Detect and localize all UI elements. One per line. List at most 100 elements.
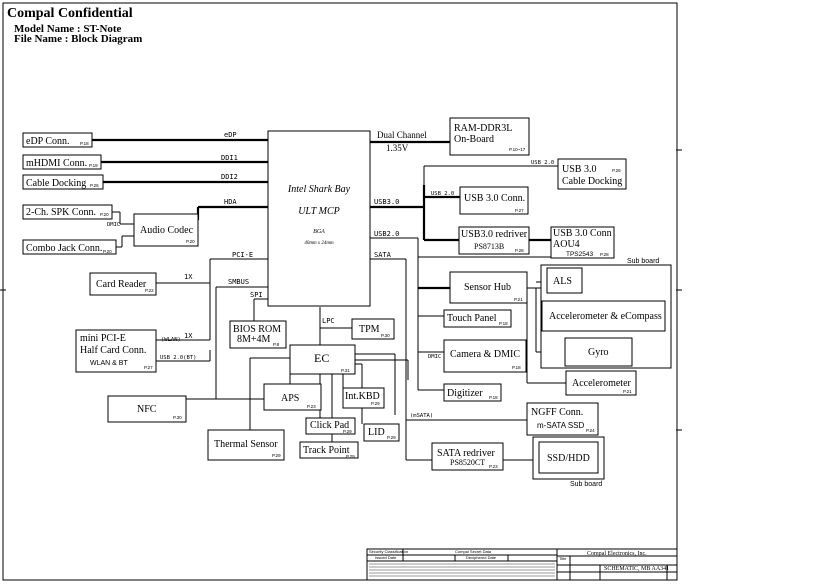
company-name: Compal Electronics, Inc.: [587, 551, 647, 557]
bios-rom-label-1: BIOS ROM: [233, 324, 281, 335]
mini-pcie-page: P.27: [144, 365, 153, 370]
ngff-conn-page: P.24: [586, 428, 595, 433]
file-name: File Name : Block Diagram: [14, 33, 143, 45]
bus-ddi1: DDI1: [221, 154, 238, 162]
tpm-label: TPM: [359, 324, 380, 335]
sub-board-2-label: Sub board: [570, 481, 602, 488]
digitizer-page: P.18: [489, 395, 498, 400]
bus-sata: SATA: [374, 251, 392, 259]
card-reader-label: Card Reader: [96, 279, 147, 290]
combo-jack-page: P.20: [103, 249, 112, 254]
combo-jack-label: Combo Jack Conn.: [26, 243, 102, 254]
usb30-aou-block: [550, 226, 615, 259]
edp-conn-label: eDP Conn.: [26, 136, 70, 147]
bios-rom-label-2: 8M+4M: [237, 334, 271, 345]
cable-docking-left-block: [22, 174, 104, 190]
edp-conn-page: P.18: [80, 141, 89, 146]
spk-conn-label: 2-Ch. SPK Conn.: [26, 207, 96, 218]
bus-edp: eDP: [224, 131, 237, 139]
bus-135v: 1.35V: [386, 143, 409, 153]
camera-dmic-block: [443, 339, 527, 373]
bus-dmic-left: DMIC: [107, 222, 120, 228]
gyro-label: Gyro: [588, 347, 609, 358]
edp-conn-block: [22, 132, 93, 148]
security-classification: Security Classification: [369, 549, 408, 554]
bus-spi: SPI: [250, 291, 263, 299]
cpu-sub: ULT MCP: [298, 206, 340, 217]
usb30-cable-docking-label-2: Cable Docking: [562, 176, 622, 187]
track-point-label: Track Point: [303, 445, 350, 456]
bus-usb20: USB2.0: [374, 230, 399, 238]
mhdmi-conn-block: [22, 154, 102, 170]
bus-dual-channel: Dual Channel: [377, 130, 427, 140]
card-reader-block: [89, 272, 157, 296]
usb30-aou-label-1: USB 3.0 Conn: [553, 228, 612, 239]
thermal-sensor-label: Thermal Sensor: [214, 439, 278, 450]
touch-panel-block: [443, 309, 512, 328]
bios-rom-block: [229, 320, 287, 349]
sata-redriver-block: [431, 442, 504, 471]
lid-label: LID: [368, 427, 385, 438]
ram-label-2: On-Board: [454, 134, 494, 145]
digitizer-label: Digitizer: [447, 388, 483, 399]
usb30-cable-docking-block: [557, 158, 627, 190]
accelerometer-block: [565, 370, 637, 396]
mini-pcie-block: [75, 329, 157, 373]
mini-pcie-label-2: Half Card Conn.: [80, 345, 146, 356]
int-kbd-block: [342, 387, 385, 409]
ram-label-1: RAM-DDR3L: [454, 123, 512, 134]
bus-1x-a: 1X: [184, 273, 193, 281]
page-title: Compal Confidential: [7, 6, 133, 21]
ngff-conn-label-1: NGFF Conn.: [531, 407, 583, 418]
ec-block: [289, 344, 356, 375]
usb30-redriver-block: [458, 226, 530, 255]
sub-board-1-label: Sub board: [627, 258, 659, 265]
cable-docking-left-label: Cable Docking: [26, 178, 86, 189]
aps-block: [263, 383, 322, 411]
als-label: ALS: [553, 276, 572, 287]
ssd-hdd-block: [538, 441, 599, 474]
mhdmi-conn-label: mHDMI Conn.: [26, 158, 87, 169]
click-pad-page: P.29: [343, 429, 352, 434]
bus-hda: HDA: [224, 198, 237, 206]
tpm-page: P.30: [381, 333, 390, 338]
bus-lpc: LPC: [322, 317, 335, 325]
track-point-block: [299, 441, 359, 459]
touch-panel-label: Touch Panel: [447, 313, 497, 324]
accelerometer-label: Accelerometer: [572, 378, 632, 389]
usb30-cable-docking-page: P.26: [612, 168, 621, 173]
aps-page: P.23: [307, 404, 316, 409]
nfc-block: [107, 395, 187, 423]
usb30-redriver-page: P.28: [515, 248, 524, 253]
mini-pcie-label-1: mini PCI-E: [80, 333, 126, 344]
als-block: [546, 267, 583, 294]
bus-usb20-bt: USB 2.0(BT): [160, 355, 196, 361]
ssd-hdd-label: SSD/HDD: [547, 453, 590, 464]
bus-usb30: USB3.0: [374, 198, 399, 206]
model-name: Model Name : ST-Note: [14, 23, 122, 35]
click-pad-label: Click Pad: [310, 420, 349, 431]
bus-pcie: PCI-E: [232, 251, 253, 259]
usb30-conn-page: P.27: [515, 208, 524, 213]
usb30-aou-label-2: AOU4: [553, 239, 580, 250]
sensor-hub-label: Sensor Hub: [464, 282, 511, 293]
accel-ecompass-block: [541, 300, 666, 332]
sata-redriver-page: P.23: [489, 464, 498, 469]
spk-conn-page: P.20: [100, 212, 109, 217]
usb30-redriver-label-2: PS8713B: [474, 242, 504, 251]
bus-smbus: SMBUS: [228, 278, 249, 286]
card-reader-page: P.22: [145, 288, 154, 293]
int-kbd-label: Int.KBD: [345, 391, 380, 402]
aps-label: APS: [281, 393, 299, 404]
cpu-block: [267, 130, 371, 307]
page-border: [2, 2, 678, 581]
thermal-sensor-block: [207, 429, 285, 461]
bus-1x-b: 1X: [184, 332, 193, 340]
cpu-size: 40mm x 24mm: [304, 241, 334, 246]
cpu-package: BGA: [313, 229, 325, 235]
lid-page: P.29: [387, 435, 396, 440]
digitizer-block: [443, 383, 502, 402]
bus-dmic-right: DMIC: [428, 354, 441, 360]
audio-codec-page: P.20: [186, 239, 195, 244]
bus-msata: (mSATA): [410, 413, 433, 419]
